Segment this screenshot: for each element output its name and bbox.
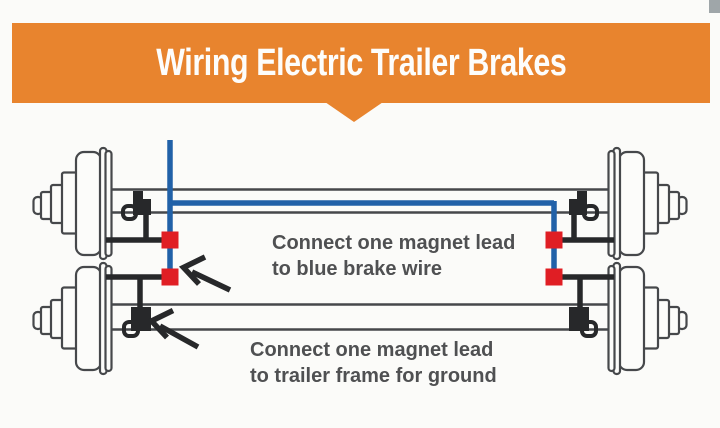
title-banner: Wiring Electric Trailer Brakes <box>12 23 710 103</box>
arrow-to-blue-wire-connector <box>178 254 232 293</box>
annotation-ground: Connect one magnet lead to trailer frame… <box>250 339 497 387</box>
hub-top-left <box>32 146 113 261</box>
page-title: Wiring Electric Trailer Brakes <box>155 41 567 84</box>
magnet-leads <box>106 214 614 307</box>
connector-top-left <box>161 231 179 249</box>
blue-wire-connectors <box>161 231 563 286</box>
wire-loops-top-axle <box>121 204 599 221</box>
top-axle-tube <box>109 188 611 214</box>
arrow-to-ground-clamp <box>146 308 200 350</box>
connector-top-right <box>545 231 563 249</box>
corner-artifact <box>709 0 720 13</box>
bottom-axle-tube <box>109 303 611 331</box>
hub-top-right <box>607 146 688 261</box>
hub-bottom-left <box>32 261 113 376</box>
annotation-blue-wire: Connect one magnet lead to blue brake wi… <box>272 232 516 280</box>
connector-bottom-right <box>545 268 563 286</box>
banner-pointer-tail <box>325 102 383 122</box>
hub-bottom-right <box>607 261 688 376</box>
ground-clamp-right <box>569 307 598 338</box>
connector-bottom-left <box>161 268 179 286</box>
ground-clamp-left <box>122 307 151 338</box>
